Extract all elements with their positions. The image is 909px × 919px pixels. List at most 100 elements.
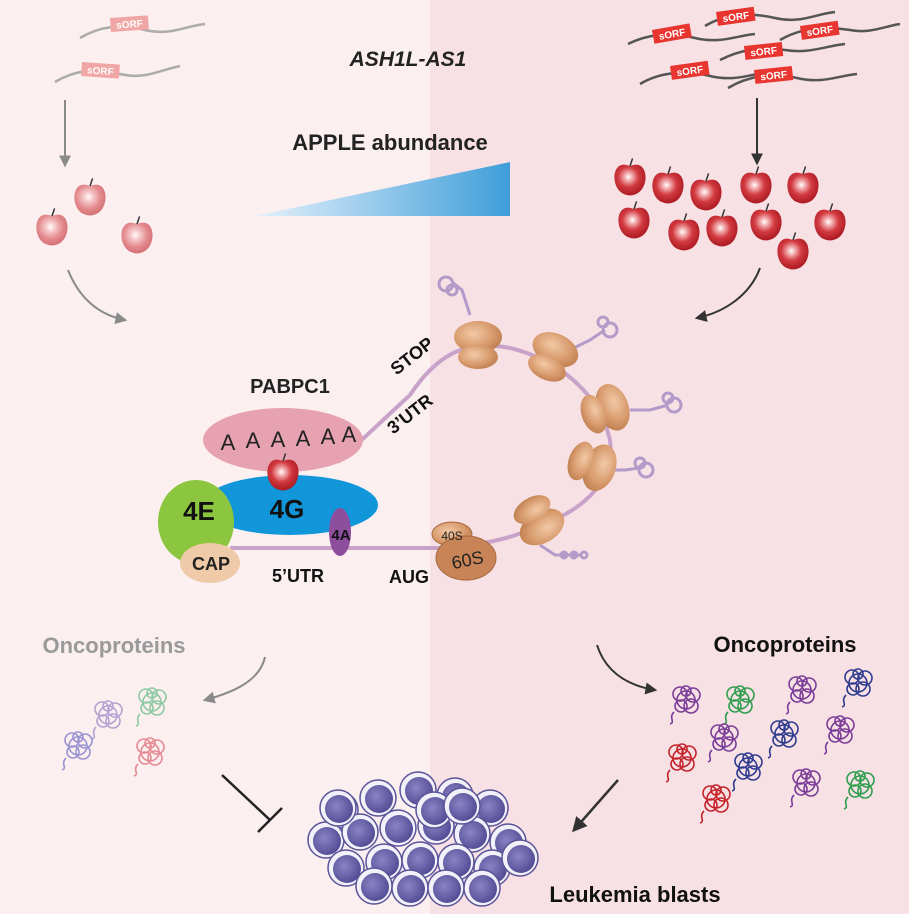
pabpc1-label: PABPC1 (250, 376, 330, 398)
blast-cell (401, 841, 439, 879)
elongating-ribosomes (454, 321, 630, 546)
oncoprotein-icon (699, 784, 731, 824)
oncoprotein-icon (669, 685, 701, 725)
apple-icon (787, 166, 819, 204)
ribosome-icon (513, 495, 565, 546)
sorf-box (110, 15, 149, 32)
blast-cell (443, 787, 481, 825)
left-panel-background (0, 0, 430, 914)
poly-a-tail: A A A A A A (221, 422, 357, 455)
leukemia-blasts-label: Leukemia blasts (549, 882, 720, 907)
aug-label: AUG (389, 567, 429, 587)
promotion-arrow (572, 779, 619, 833)
oncoprotein-icon (723, 685, 755, 725)
apple-icon (36, 208, 68, 246)
blast-cell (319, 789, 357, 827)
apple-icon (618, 201, 650, 239)
sorf-box (652, 23, 692, 44)
poly-a-base: A (246, 428, 261, 453)
right-panel-background (430, 0, 909, 914)
oncoproteins-low-label: Oncoproteins (42, 633, 185, 658)
sorf-label: sORF (750, 46, 778, 60)
sorf-label: sORF (676, 64, 704, 79)
apple-icon (750, 203, 782, 241)
sorf-label: sORF (658, 27, 686, 42)
poly-a-base: A (271, 427, 286, 452)
ribosome-40s-label: 40S (441, 529, 462, 543)
ribosome-icon (528, 332, 579, 382)
curved-arrow-right (694, 267, 761, 322)
pabpc1-protein (203, 408, 363, 472)
sorf-box (716, 6, 756, 26)
ribosome-60s (435, 535, 497, 581)
sorf-label: sORF (722, 10, 750, 25)
blast-cell (307, 821, 345, 859)
apple-peptides-low (36, 178, 153, 254)
eif4a-protein (329, 508, 351, 556)
blast-cell (341, 813, 379, 851)
sorf-box (754, 66, 794, 84)
ribosome-icon (567, 441, 617, 491)
blast-cell (501, 839, 539, 877)
apple-icon (614, 158, 646, 196)
apple-icon (777, 232, 809, 270)
apple-icon (668, 213, 700, 251)
sorf-box (800, 20, 840, 40)
poly-a-base: A (321, 424, 336, 449)
cap-label: CAP (192, 554, 230, 574)
sorf-box (744, 42, 784, 60)
oncoprotein-icon (841, 668, 873, 708)
poly-a-base: A (296, 426, 311, 451)
apple-icon (706, 209, 738, 247)
oncoprotein-icon (785, 675, 817, 715)
apple-icon (814, 203, 846, 241)
oncoprotein-icon (843, 770, 875, 810)
blast-cell (327, 849, 365, 887)
apple-icon (740, 166, 772, 204)
blast-cell (427, 869, 465, 907)
sorf-label: sORF (87, 65, 114, 78)
poly-a-base: A (221, 430, 236, 455)
oncoprotein-icon (135, 687, 167, 727)
blast-cell (471, 789, 509, 827)
oncoprotein-icon (707, 723, 739, 763)
apple-icon (74, 178, 106, 216)
blast-cell (379, 809, 417, 847)
oncoprotein-icon (767, 719, 799, 759)
sorf-box (81, 62, 120, 79)
sorf-label: sORF (806, 24, 834, 39)
curved-arrow-left (67, 269, 128, 324)
inhibition-arrow (221, 774, 283, 833)
oncoprotein-icon (61, 731, 93, 771)
utr5-label: 5’UTR (272, 566, 324, 586)
blast-cell (391, 869, 429, 907)
blast-cell (453, 815, 491, 853)
apple-icon (652, 166, 684, 204)
right-sorf-transcripts: sORF sORF sORF sORF sORF sORF (627, 6, 901, 90)
blast-cell (463, 869, 501, 907)
oncoprotein-arrow-right (596, 644, 658, 695)
oncoprotein-icon (823, 715, 855, 755)
initiating-ribosome: 40S 60S (431, 521, 497, 581)
oncoproteins-low-cluster (61, 687, 167, 777)
eif4a-label: 4A (331, 527, 350, 544)
sorf-label: sORF (760, 70, 788, 84)
blast-cell (415, 791, 453, 829)
apple-icon (690, 173, 722, 211)
blast-cell (359, 779, 397, 817)
oncoprotein-icon (731, 752, 763, 792)
oncoprotein-icon (665, 743, 697, 783)
apple-icon (121, 216, 153, 254)
oncoprotein-icon (91, 700, 123, 740)
eif4g-label: 4G (270, 494, 305, 524)
ribosome-icon (580, 384, 630, 434)
oncoprotein-icon (789, 768, 821, 808)
blast-cell (355, 867, 393, 905)
oncoprotein-icon (133, 737, 165, 777)
eif4e-label: 4E (183, 496, 215, 526)
sorf-label: sORF (116, 19, 143, 32)
left-sorf-transcripts: sORF sORF (54, 15, 206, 84)
poly-a-base: A (342, 422, 357, 447)
